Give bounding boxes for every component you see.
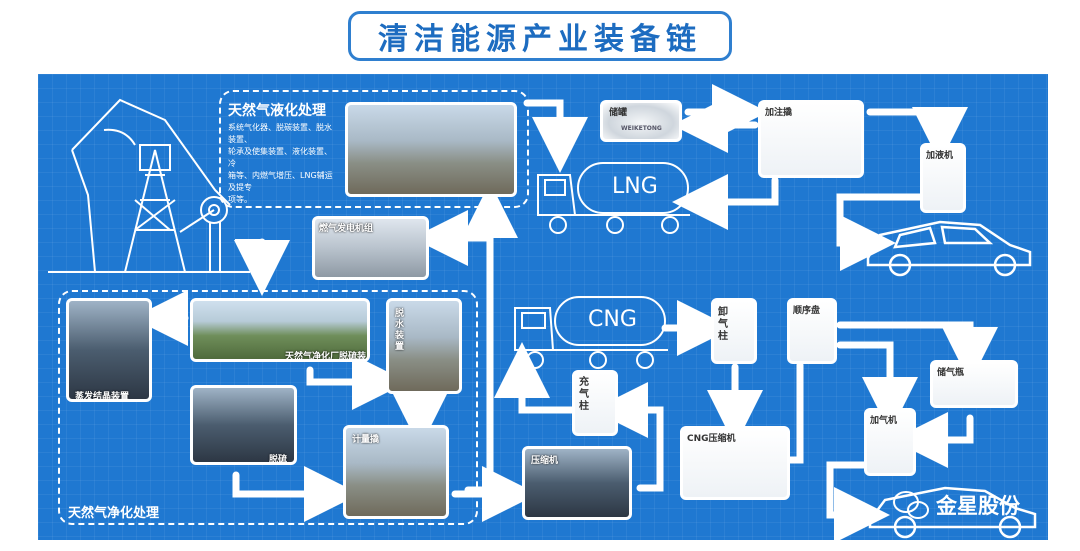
cng-compressor-photo: CNG压缩机 (680, 426, 790, 500)
page-title: 清洁能源产业装备链 (378, 22, 702, 57)
compressor-skid-caption: 压缩机 (531, 456, 559, 466)
liquefaction-desc-line: 箱等、内燃气增压、LNG辅运及提专 (228, 171, 333, 192)
watermark-text: 金星股份 (936, 494, 1020, 518)
fill-post-caption: 充气柱 (579, 377, 589, 412)
to-crystal-label: 污水处理 (160, 309, 188, 317)
cng-dispenser-photo: 加气机 (864, 408, 916, 476)
liquefaction-desc-line: 轮承及使集装置、液化装置、冷 (228, 147, 332, 168)
evaporative-crystal-caption: 蒸发结晶装置 (75, 392, 130, 402)
storage-tank-caption: 储罐 (609, 108, 628, 118)
purification-plant-caption: 天然气净化厂脱硫装置 (285, 352, 367, 362)
dehydration-photo: 脱水装置 (386, 298, 462, 394)
cng-truck-icon (514, 296, 668, 369)
desulfurization-photo: 脱硫塔 (190, 385, 297, 465)
cng-compressor-caption: CNG压缩机 (687, 434, 736, 444)
purification-label: 天然气净化处理 (68, 506, 160, 521)
metering-caption: 计量撬 (352, 435, 380, 445)
lng-truck-icon (537, 162, 690, 234)
filling-station-caption: 加注撬 (765, 108, 793, 118)
tank-brand-label: WEIKETONG (621, 125, 662, 132)
metering-photo: 计量撬 (343, 425, 449, 519)
dehydration-caption: 脱水装置 (395, 309, 405, 352)
storage-tank-photo: 储罐 WEIKETONG (600, 100, 682, 142)
fill-post-photo: 充气柱 (572, 370, 618, 436)
sequence-panel-photo: 顺序盘 (787, 298, 837, 364)
lng-truck-label: LNG (612, 174, 658, 199)
flow-pipes (132, 84, 998, 543)
desulfurization-caption: 脱硫塔 (269, 455, 288, 465)
liquefaction-description: 系统气化器、脱碳装置、脱水装置、 轮承及使集装置、液化装置、冷 箱等、内燃气增压… (228, 122, 338, 206)
purification-plant-photo: 天然气净化厂脱硫装置 (190, 298, 370, 362)
gas-cylinders-caption: 储气瓶 (937, 368, 965, 378)
lng-dispenser-photo: 加液机 (920, 143, 966, 213)
liquefaction-region (219, 90, 529, 208)
title-box: 清洁能源产业装备链 (348, 11, 732, 61)
compressor-skid-photo: 压缩机 (522, 446, 632, 520)
liquefaction-desc-line: 项等。 (228, 195, 252, 204)
cng-dispenser-caption: 加气机 (870, 416, 898, 426)
cng-truck-label: CNG (588, 307, 637, 332)
liquefaction-label: 天然气液化处理 (228, 103, 326, 119)
filling-station-photo: 加注撬 (758, 100, 864, 178)
gas-generator-photo: 燃气发电机组 (312, 216, 429, 280)
gas-generator-caption: 燃气发电机组 (319, 224, 374, 234)
unloading-post-photo: 卸气柱 (711, 298, 757, 364)
gas-cylinders-photo: 储气瓶 (930, 360, 1018, 408)
lng-dispenser-caption: 加液机 (926, 151, 954, 161)
liquefaction-desc-line: 系统气化器、脱碳装置、脱水装置、 (228, 123, 332, 144)
unloading-post-caption: 卸气柱 (718, 307, 728, 342)
evaporative-crystal-photo: 蒸发结晶装置 (66, 298, 152, 402)
liquefaction-photo (345, 102, 517, 197)
sequence-panel-caption: 顺序盘 (793, 306, 821, 316)
purification-region (58, 290, 478, 525)
car-icon (866, 220, 1032, 277)
